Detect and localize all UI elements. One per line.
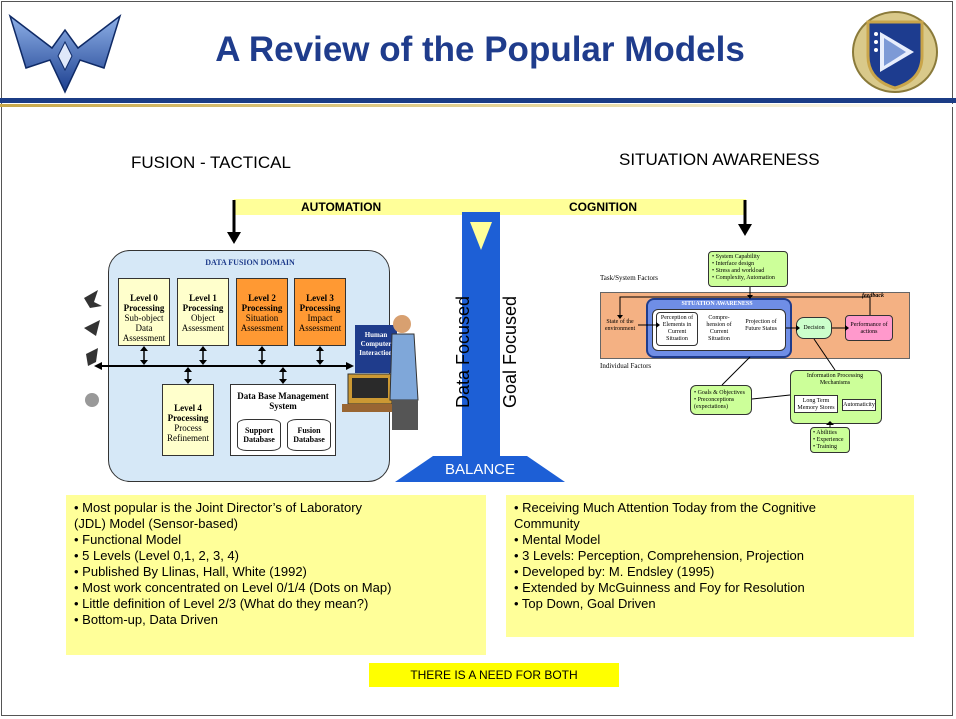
level3-body: Impact Assessment: [298, 313, 342, 333]
level4-title: Level 4 Processing: [167, 403, 209, 423]
left-heading: FUSION - TACTICAL: [131, 153, 291, 172]
header-rule-accent: [0, 104, 956, 107]
sa-note-item: Community: [514, 516, 580, 531]
balance-label: BALANCE: [444, 461, 516, 478]
goal-focused-label: Goal Focused: [500, 295, 520, 409]
level0-body: Sub-object Data Assessment: [122, 313, 166, 343]
sa-note-item: • Receiving Much Attention Today from th…: [514, 500, 817, 515]
jdl-note-item: • Bottom-up, Data Driven: [74, 612, 218, 627]
sa-note-item: • Top Down, Goal Driven: [514, 596, 656, 611]
data-focused-label: Data Focused: [453, 295, 473, 409]
perception-box: Perception of Elements in Current Situat…: [656, 312, 698, 346]
helicopter-icon: [84, 320, 100, 336]
jdl-diagram: DATA FUSION DOMAIN Level 0 Processing Su…: [80, 250, 425, 485]
operator-workstation-icon: [342, 315, 419, 430]
balance-scale: [395, 212, 565, 482]
performance-box: Performance of actions: [845, 315, 893, 341]
automation-cognition-bar: [234, 199, 746, 215]
jdl-note-item: • 5 Levels (Level 0,1, 2, 3, 4): [74, 548, 239, 563]
ship-icon: [86, 348, 98, 366]
jdl-note-item: • Little definition of Level 2/3 (What d…: [74, 596, 369, 611]
fusion-database: Fusion Database: [287, 419, 331, 451]
cognition-label: COGNITION: [569, 200, 637, 214]
level1-box: Level 1 Processing Object Assessment: [177, 278, 229, 346]
radar-icon: [85, 393, 99, 407]
air-force-wings-logo: [8, 13, 122, 94]
bar-down-arrows: [227, 200, 752, 244]
feedback-label: feedback: [862, 293, 884, 299]
jdl-note-item: (JDL) Model (Sensor-based): [74, 516, 239, 531]
jdl-bus-lines: [84, 290, 419, 430]
level3-box: Level 3 Processing Impact Assessment: [294, 278, 346, 346]
sa-arrows: [617, 287, 871, 427]
level4-box: Level 4 Processing Process Refinement: [162, 384, 214, 456]
hci-label: Human Computer Interaction: [355, 325, 397, 373]
comprehension-label: Compre-hension of Current Situation: [706, 315, 732, 342]
sa-notes: • Receiving Much Attention Today from th…: [506, 495, 914, 637]
jdl-notes: • Most popular is the Joint Director’s o…: [66, 495, 486, 655]
level2-body: Situation Assessment: [240, 313, 284, 333]
sa-diagram: • System Capability • Interface design •…: [600, 245, 910, 460]
level1-title: Level 1 Processing: [182, 293, 224, 313]
footer-note: THERE IS A NEED FOR BOTH: [369, 663, 619, 687]
level2-title: Level 2 Processing: [241, 293, 283, 313]
automation-label: AUTOMATION: [301, 200, 382, 214]
state-env-label: State of the environment: [604, 319, 636, 332]
goals-box: • Goals & Objectives • Preconceptions (e…: [690, 385, 752, 415]
right-heading: SITUATION AWARENESS: [619, 150, 820, 169]
sa-note-item: • Extended by McGuinness and Foy for Res…: [514, 580, 805, 595]
level4-body: Process Refinement: [167, 423, 209, 443]
jdl-note-item: • Functional Model: [74, 532, 182, 547]
abilities-box: • Abilities • Experience • Training: [810, 427, 850, 453]
individual-factors-label: Individual Factors: [600, 362, 652, 370]
level1-body: Object Assessment: [181, 313, 225, 333]
level2-box: Level 2 Processing Situation Assessment: [236, 278, 288, 346]
afrl-shield-logo: [852, 11, 938, 93]
dbms-title: Data Base Management System: [237, 391, 329, 411]
support-database: Support Database: [237, 419, 281, 451]
jdl-note-item: • Most popular is the Joint Director’s o…: [74, 500, 363, 515]
info-processing-label: Information Processing Mechanisms: [806, 373, 864, 386]
sa-note-item: • 3 Levels: Perception, Comprehension, P…: [514, 548, 804, 563]
dbms-box: Data Base Management System Support Data…: [230, 384, 336, 456]
page-title: A Review of the Popular Models: [215, 30, 745, 69]
level0-title: Level 0 Processing: [123, 293, 165, 313]
projection-label: Projection of Future Status: [745, 319, 777, 332]
sa-note-item: • Mental Model: [514, 532, 601, 547]
automaticity-box: Automaticity: [842, 399, 876, 411]
task-system-factors-label: Task/System Factors: [600, 274, 659, 282]
ltm-box: Long Term Memory Stores: [794, 395, 838, 413]
system-factors-box: • System Capability • Interface design •…: [708, 251, 788, 287]
jdl-note-item: • Published By Llinas, Hall, White (1992…: [74, 564, 307, 579]
sa-inner-box: [652, 309, 786, 351]
domain-title: DATA FUSION DOMAIN: [205, 258, 295, 267]
sa-note-item: • Developed by: M. Endsley (1995): [514, 564, 715, 579]
aircraft-icon: [84, 290, 102, 308]
sa-title: SITUATION AWARENESS: [681, 301, 753, 307]
header-rule: [0, 98, 956, 103]
level0-box: Level 0 Processing Sub-object Data Asses…: [118, 278, 170, 346]
jdl-note-item: • Most work concentrated on Level 0/1/4 …: [74, 580, 392, 595]
level3-title: Level 3 Processing: [299, 293, 341, 313]
